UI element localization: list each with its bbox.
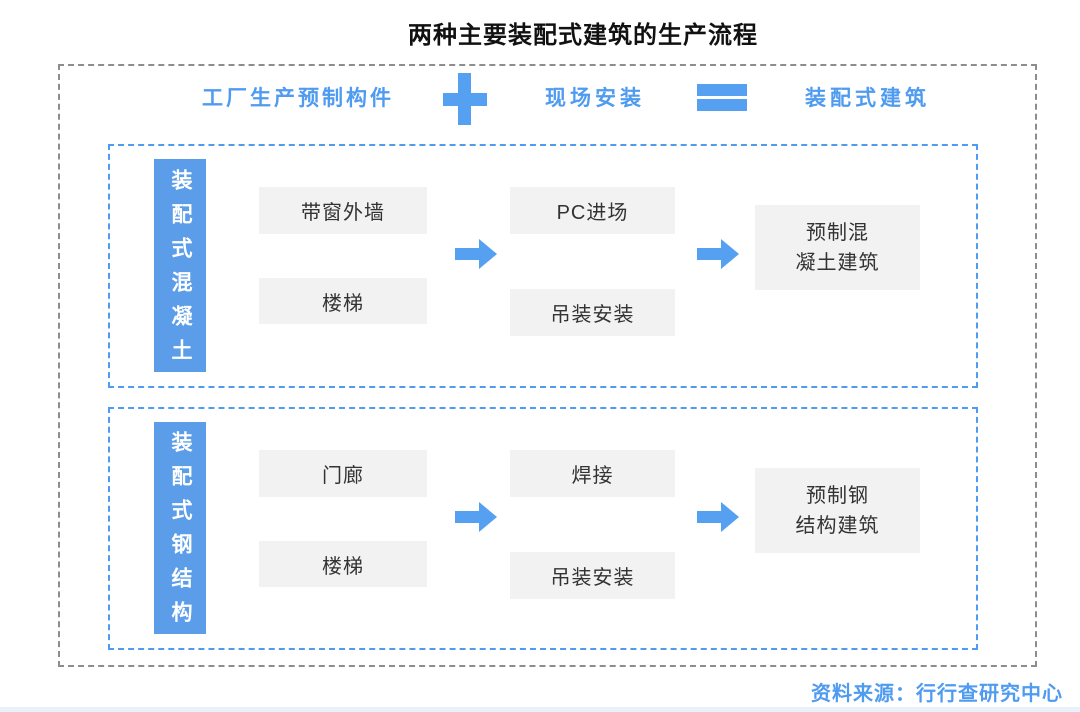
data-source-note: 资料来源：行行查研究中心 <box>811 683 1063 705</box>
result-line: 预制混 <box>806 221 869 244</box>
result-line: 凝土建筑 <box>795 251 880 274</box>
formula-site-label: 现场安装 <box>545 87 645 110</box>
process-box: 吊装安装 <box>510 552 675 599</box>
equals-bar-bottom <box>697 99 747 111</box>
process-box: 吊装安装 <box>510 289 675 336</box>
arrow-right-icon <box>455 501 497 533</box>
process-box: 楼梯 <box>259 541 427 587</box>
arrow-right-icon <box>697 238 739 270</box>
outer-dashed-frame <box>58 64 1037 667</box>
formula-factory-label: 工厂生产预制构件 <box>202 87 394 110</box>
result-line: 结构建筑 <box>795 514 880 537</box>
equals-bar-top <box>697 84 747 96</box>
result-line: 预制钢 <box>806 484 869 507</box>
page-title: 两种主要装配式建筑的生产流程 <box>408 22 758 49</box>
result-box: 预制钢 结构建筑 <box>755 468 920 553</box>
plus-icon <box>443 73 487 125</box>
arrow-right-icon <box>455 238 497 270</box>
formula-result-label: 装配式建筑 <box>805 87 930 110</box>
equals-icon <box>697 84 747 111</box>
category-label-box: 装配式混凝土 <box>154 159 206 373</box>
bottom-accent-strip <box>0 707 1080 712</box>
category-label: 装配式混凝土 <box>169 168 192 373</box>
section-steel: 装配式钢结构 门廊 楼梯 焊接 吊装安装 预制钢 结构建筑 <box>108 407 978 650</box>
process-box: 门廊 <box>259 450 427 497</box>
process-box: 带窗外墙 <box>259 187 427 234</box>
category-label-box: 装配式钢结构 <box>154 422 206 635</box>
arrow-right-icon <box>697 501 739 533</box>
section-concrete: 装配式混凝土 带窗外墙 楼梯 PC进场 吊装安装 预制混 凝土建筑 <box>108 144 978 388</box>
category-label: 装配式钢结构 <box>169 431 192 635</box>
process-box: PC进场 <box>510 187 675 234</box>
result-box: 预制混 凝土建筑 <box>755 205 920 290</box>
process-box: 楼梯 <box>259 278 427 324</box>
process-box: 焊接 <box>510 450 675 497</box>
